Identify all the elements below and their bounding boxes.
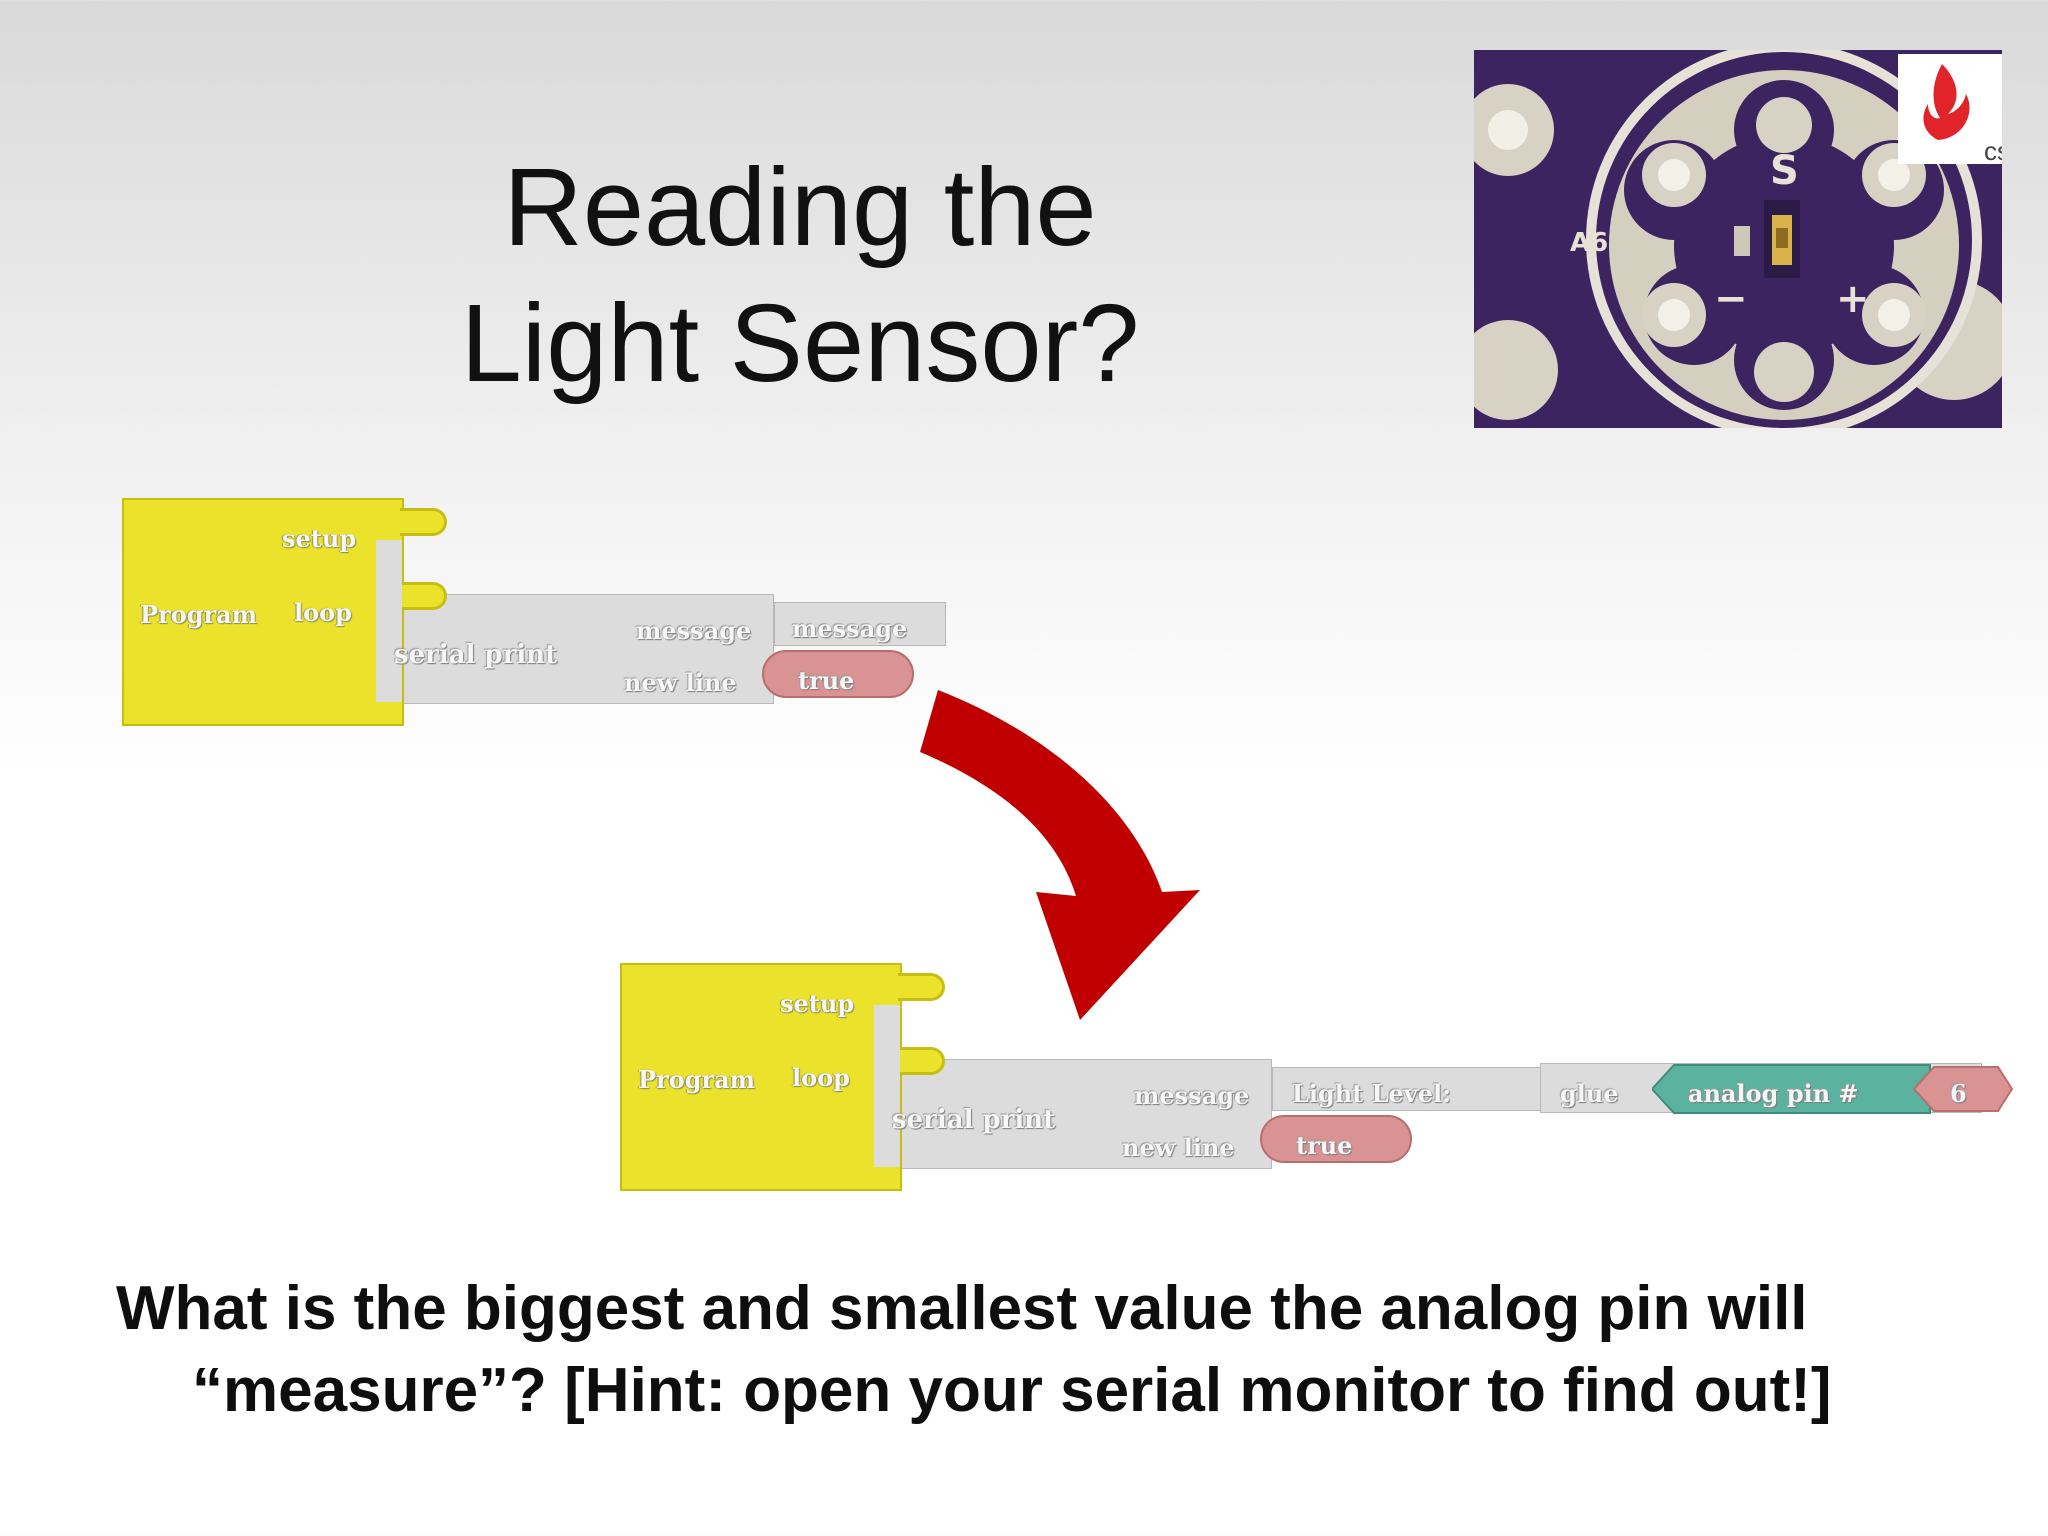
new-line-value: true	[1296, 1131, 1353, 1160]
setup-connector	[400, 508, 447, 536]
serial-print-label: serial print	[892, 1105, 1056, 1135]
message-value-block[interactable]	[774, 602, 946, 646]
program-label: Program	[140, 600, 258, 629]
light-sensor-image: A6 S − + cs	[1474, 50, 2002, 428]
block-program-after: Program setup loop serial print message …	[620, 963, 2020, 1203]
loop-label: loop	[294, 598, 352, 627]
program-block[interactable]	[620, 963, 902, 1191]
program-label: Program	[638, 1065, 756, 1094]
serial-print-label: serial print	[394, 640, 558, 670]
sensor-pad-holes	[1658, 159, 1910, 331]
message-value: Light Level:	[1292, 1079, 1451, 1108]
new-line-label: new line	[1122, 1133, 1235, 1162]
slide-title: Reading the Light Sensor?	[380, 140, 1220, 412]
logo-fragment: cs	[1984, 136, 2002, 164]
program-block[interactable]	[122, 498, 404, 726]
setup-label: setup	[780, 989, 855, 1018]
minus-label: −	[1714, 276, 1748, 322]
new-line-label: new line	[624, 668, 737, 697]
message-label: message	[1134, 1081, 1250, 1110]
setup-slot	[376, 540, 402, 594]
title-line-1: Reading the	[503, 146, 1097, 269]
signal-label: S	[1770, 148, 1799, 194]
sparkfun-flame-logo: cs	[1898, 54, 2002, 164]
red-arrow-icon	[920, 690, 1200, 1020]
loop-label: loop	[792, 1063, 850, 1092]
board-pad	[1474, 320, 1558, 420]
title-line-2: Light Sensor?	[460, 282, 1140, 405]
new-line-true-block[interactable]	[1260, 1115, 1412, 1163]
setup-label: setup	[282, 524, 357, 553]
loop-connector	[898, 1047, 945, 1075]
loop-slot	[376, 594, 402, 702]
plus-label: +	[1836, 276, 1870, 322]
loop-connector	[400, 582, 447, 610]
serial-print-block[interactable]	[870, 1059, 1272, 1169]
question-line-1: What is the biggest and smallest value t…	[116, 1274, 1808, 1343]
message-label: message	[636, 616, 752, 645]
new-line-true-block[interactable]	[762, 650, 914, 698]
light-sensor-board-graphic	[1474, 50, 2002, 428]
analog-pin-label: analog pin #	[1688, 1079, 1859, 1108]
analog-pin-block[interactable]	[1652, 1063, 2048, 1115]
resistor	[1734, 226, 1750, 256]
new-line-value: true	[798, 666, 855, 695]
sensor-window	[1776, 228, 1788, 248]
question-text: What is the biggest and smallest value t…	[116, 1268, 2036, 1432]
setup-slot	[874, 1005, 900, 1059]
board-pad-hole	[1488, 110, 1528, 150]
glue-label: glue	[1560, 1079, 1619, 1108]
pin-number-value[interactable]: 6	[1950, 1079, 1967, 1108]
message-value: message	[792, 614, 908, 643]
light-level-text-block[interactable]	[1272, 1067, 1544, 1111]
pin-label-a6: A6	[1570, 228, 1609, 258]
question-line-2: “measure”? [Hint: open your serial monit…	[192, 1356, 1832, 1425]
serial-print-block[interactable]	[372, 594, 774, 704]
loop-slot	[874, 1059, 900, 1167]
setup-connector	[898, 973, 945, 1001]
block-program-before: Program setup loop serial print message …	[122, 498, 1122, 738]
